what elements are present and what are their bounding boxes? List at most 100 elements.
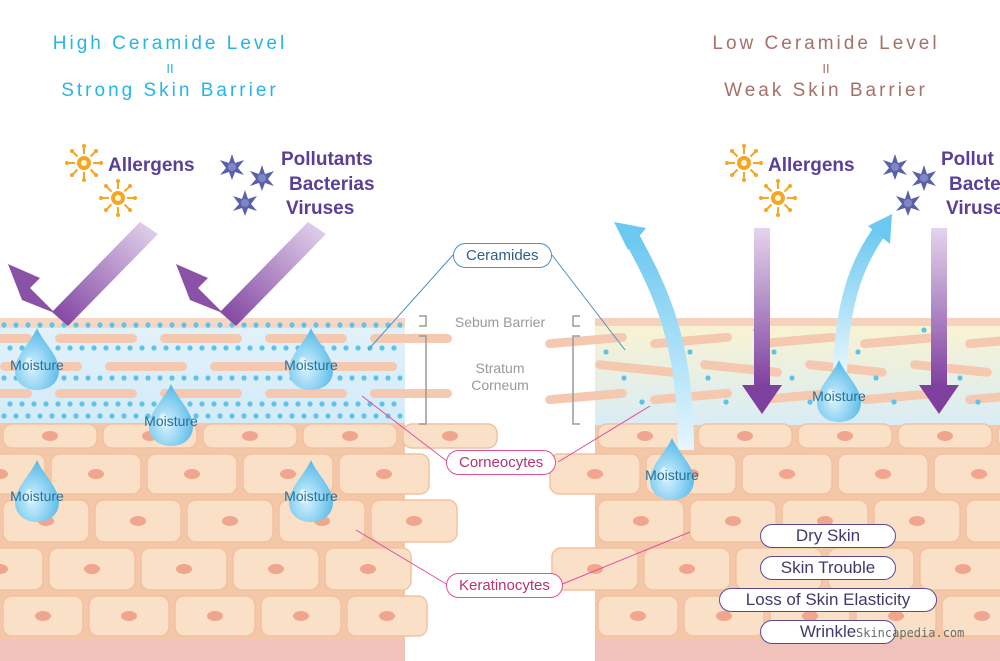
- ceramide-dot: [175, 345, 181, 351]
- ceramide-dot: [19, 401, 25, 407]
- ceramide-dot: [169, 322, 175, 328]
- virus-icon: [220, 154, 244, 180]
- allergen-icon: [758, 178, 798, 218]
- ceramide-dot: [343, 401, 349, 407]
- incoming-arrow: [52, 222, 158, 326]
- corneocyte: [210, 362, 292, 371]
- cell-nucleus: [837, 431, 853, 441]
- ceramide-dot: [891, 399, 897, 405]
- ceramide-dot: [259, 401, 265, 407]
- ceramide-dot: [133, 375, 139, 381]
- ceramide-dot: [121, 375, 127, 381]
- ceramide-dot: [337, 322, 343, 328]
- ceramide-dot: [361, 375, 367, 381]
- cell-nucleus: [376, 469, 392, 479]
- left-allergens-label: Allergens: [108, 155, 195, 176]
- ceramide-dot: [349, 322, 355, 328]
- right-title-line2: Weak Skin Barrier: [724, 80, 928, 101]
- right-bacterias-label: Bacte: [949, 174, 1000, 195]
- ceramide-dot: [145, 322, 151, 328]
- virus-icon: [896, 190, 920, 216]
- right-viruses-label: Viruse: [946, 198, 1000, 219]
- ceramide-dot: [73, 322, 79, 328]
- ceramide-dot: [349, 375, 355, 381]
- left-title-line2: Strong Skin Barrier: [61, 80, 279, 101]
- cell-nucleus: [242, 431, 258, 441]
- cell-nucleus: [222, 516, 238, 526]
- ceramide-dot: [103, 401, 109, 407]
- ceramide-dot: [771, 349, 777, 355]
- ceramide-dot: [187, 345, 193, 351]
- ceramide-dot: [157, 375, 163, 381]
- virus-icon: [912, 165, 936, 191]
- cell-nucleus: [176, 564, 192, 574]
- ceramide-dot: [139, 401, 145, 407]
- ceramide-dot: [169, 375, 175, 381]
- cell-nucleus: [88, 469, 104, 479]
- ceramide-dot: [109, 375, 115, 381]
- ceramide-dot: [163, 345, 169, 351]
- ceramide-dot: [19, 345, 25, 351]
- ceramide-dot: [85, 322, 91, 328]
- moisture-label: Moisture: [284, 357, 338, 373]
- ceramide-dot: [705, 375, 711, 381]
- ceramide-dot: [343, 345, 349, 351]
- moisture-label: Moisture: [284, 488, 338, 504]
- ceramide-dot: [49, 322, 55, 328]
- ceramide-dot: [61, 375, 67, 381]
- ceramide-dot: [687, 349, 693, 355]
- ceramide-dot: [373, 413, 379, 419]
- ceramide-dot: [55, 401, 61, 407]
- moisture-label: Moisture: [10, 357, 64, 373]
- ceramide-dot: [319, 401, 325, 407]
- corneocyte: [55, 334, 137, 343]
- ceramide-dot: [265, 375, 271, 381]
- watermark: Skincapedia.com: [856, 626, 965, 640]
- cell-nucleus: [974, 611, 990, 621]
- ceramide-dot: [199, 401, 205, 407]
- cell-nucleus: [35, 611, 51, 621]
- leader-lines: [355, 254, 691, 586]
- ceramide-dot: [145, 375, 151, 381]
- ceramide-dot: [91, 401, 97, 407]
- ceramide-dot: [361, 322, 367, 328]
- left-corneocytes: [0, 334, 452, 398]
- effect-skin-trouble: Skin Trouble: [760, 556, 896, 580]
- skin-cell: [965, 499, 1000, 543]
- cell-nucleus: [725, 516, 741, 526]
- cell-nucleus: [406, 516, 422, 526]
- ceramide-dot: [73, 375, 79, 381]
- cell-nucleus: [971, 469, 987, 479]
- ceramide-dot: [7, 401, 13, 407]
- right-penetrate-arrows: [742, 228, 959, 414]
- keratinocytes-label: Keratinocytes: [446, 573, 563, 598]
- corneum-label: Corneum: [471, 377, 529, 393]
- ceramide-dot: [229, 322, 235, 328]
- cell-nucleus: [293, 611, 309, 621]
- corneocyte: [315, 362, 397, 371]
- moisture-label: Moisture: [144, 413, 198, 429]
- corneocyte: [370, 389, 452, 398]
- ceramide-dot: [235, 345, 241, 351]
- ceramide-dot: [337, 375, 343, 381]
- ceramide-dot: [13, 322, 19, 328]
- ceramide-dot: [115, 401, 121, 407]
- ceramide-dot: [277, 322, 283, 328]
- ceramide-dot: [331, 401, 337, 407]
- penetrate-arrow-head: [742, 385, 782, 414]
- ceramide-dot: [373, 375, 379, 381]
- corneocyte: [755, 388, 837, 405]
- ceramide-dot: [259, 345, 265, 351]
- corneocyte: [910, 360, 992, 377]
- cell-nucleus: [716, 611, 732, 621]
- ceramide-dot: [157, 322, 163, 328]
- ceramide-dot: [61, 322, 67, 328]
- ceramide-dot: [67, 401, 73, 407]
- corneocyte: [755, 332, 837, 349]
- ceramide-dot: [397, 413, 403, 419]
- ceramide-dot: [361, 413, 367, 419]
- escape-arrow-head: [614, 222, 646, 250]
- ceramide-dot: [289, 322, 295, 328]
- ceramide-dot: [133, 322, 139, 328]
